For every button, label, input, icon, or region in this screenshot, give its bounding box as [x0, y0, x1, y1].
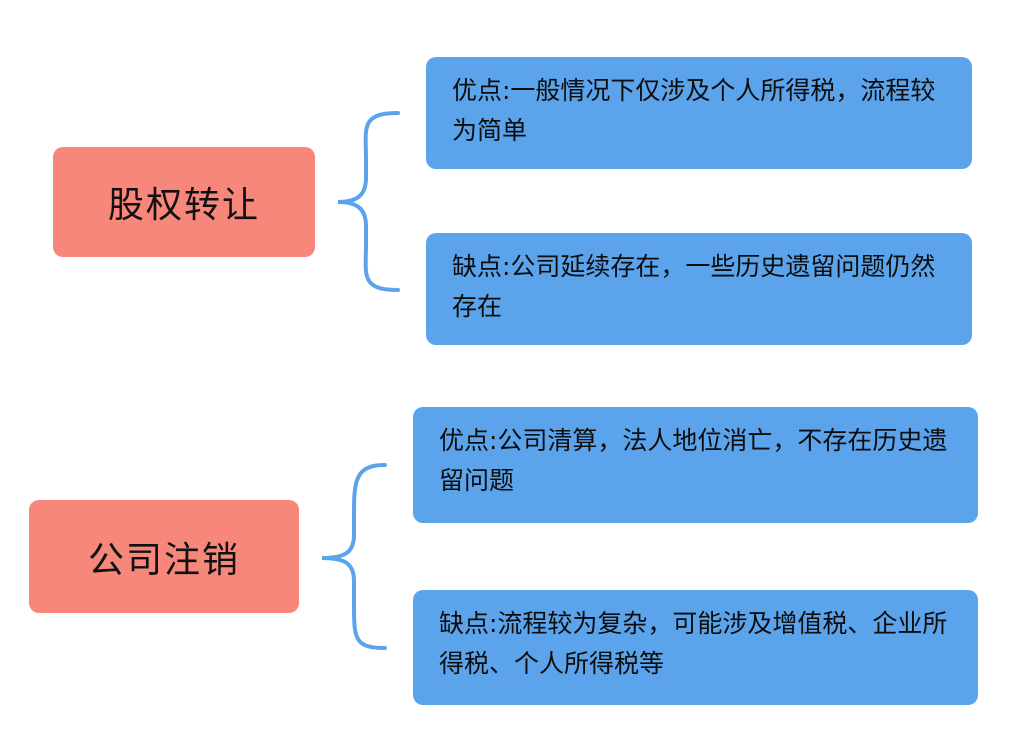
pros-node-company-deregistration: 优点:公司清算，法人地位消亡，不存在历史遗留问题	[413, 407, 978, 523]
cons-text: 缺点:流程较为复杂，可能涉及增值税、企业所得税、个人所得税等	[439, 609, 948, 678]
topic-label: 公司注销	[87, 539, 240, 581]
pros-text: 优点:一般情况下仅涉及个人所得税，流程较为简单	[452, 76, 936, 145]
bracket-connector-1	[337, 111, 400, 292]
topic-label: 股权转让	[107, 185, 260, 226]
topic-node-equity-transfer: 股权转让	[53, 147, 315, 257]
cons-node-equity-transfer: 缺点:公司延续存在，一些历史遗留问题仍然存在	[426, 233, 972, 345]
cons-text: 缺点:公司延续存在，一些历史遗留问题仍然存在	[452, 252, 936, 321]
pros-node-equity-transfer: 优点:一般情况下仅涉及个人所得税，流程较为简单	[426, 57, 972, 169]
topic-node-company-deregistration: 公司注销	[29, 500, 299, 613]
cons-node-company-deregistration: 缺点:流程较为复杂，可能涉及增值税、企业所得税、个人所得税等	[413, 590, 978, 705]
bracket-connector-2	[321, 463, 387, 650]
pros-text: 优点:公司清算，法人地位消亡，不存在历史遗留问题	[439, 426, 948, 495]
